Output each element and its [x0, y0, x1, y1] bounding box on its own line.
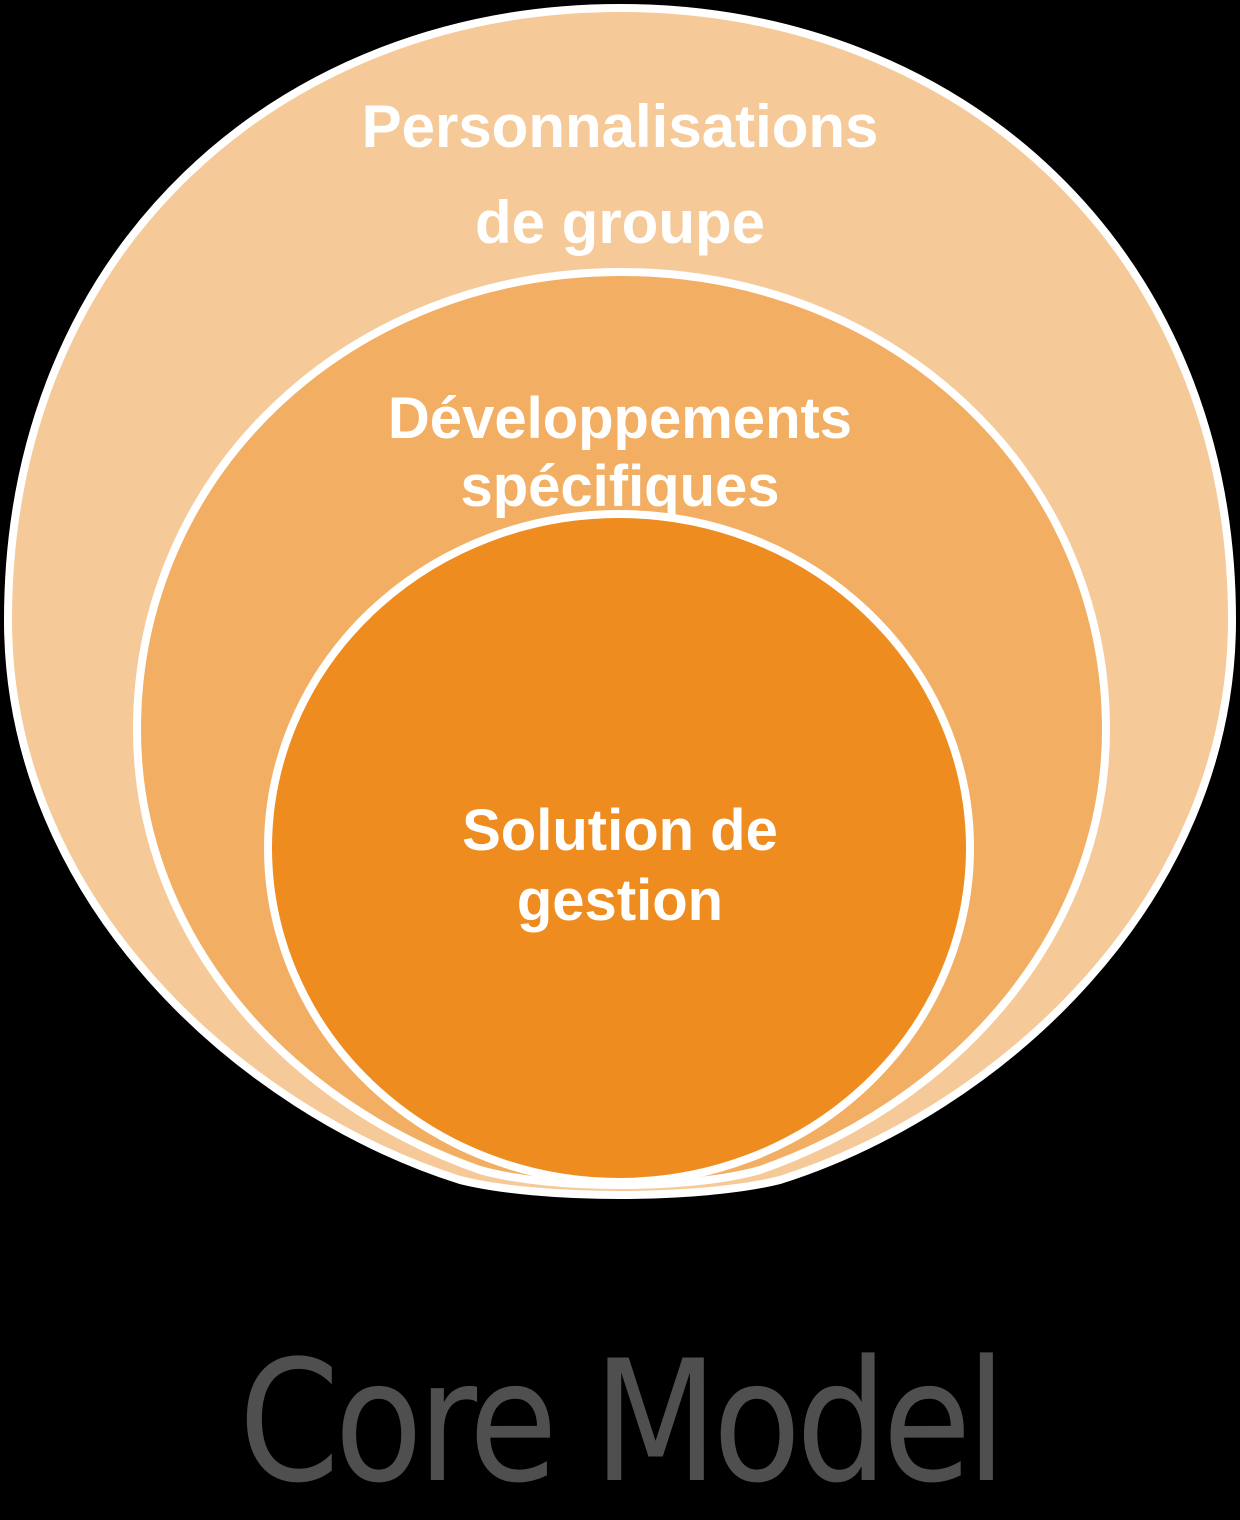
inner-layer-label-line-1: Solution de: [462, 798, 778, 863]
nested-circles-graphic: [3, 3, 1237, 1199]
outer-layer-label: Personnalisations de groupe: [0, 97, 1240, 253]
middle-layer-label-line-1: Développements: [387, 386, 853, 451]
outer-layer-label-line-2: de groupe: [474, 189, 765, 256]
inner-layer-label-line-2: gestion: [516, 868, 724, 933]
inner-circle-solution: [264, 510, 974, 1186]
inner-layer-label: Solution de gestion: [0, 802, 1240, 930]
core-model-diagram: Personnalisations de groupe Développemen…: [0, 3, 1240, 1199]
middle-layer-label-line-2: spécifiques: [460, 454, 780, 519]
diagram-caption: Core Model: [238, 1324, 1007, 1520]
outer-layer-label-line-1: Personnalisations: [361, 93, 879, 160]
middle-layer-label: Développements spécifiques: [0, 390, 1240, 516]
